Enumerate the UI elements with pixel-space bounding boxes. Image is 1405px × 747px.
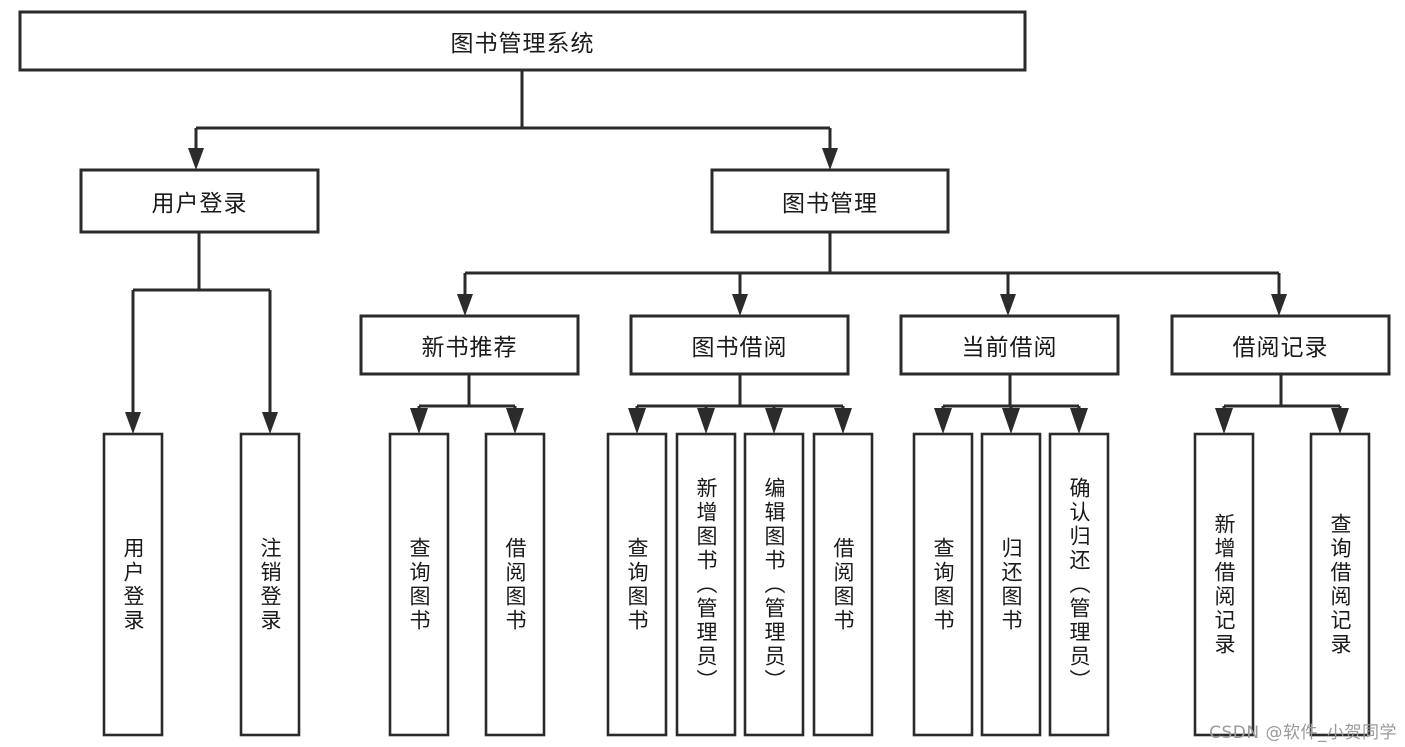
node-leaf-confirm-return[interactable] (1048, 432, 1110, 737)
node-borrow-record[interactable] (1170, 314, 1391, 376)
node-new-book[interactable] (359, 314, 580, 376)
node-layer (18, 10, 1391, 737)
arrowhead-current-borrow (1000, 294, 1016, 316)
arrowhead-leaf-borrow-book-1 (506, 408, 524, 434)
arrowhead-leaf-add-book (697, 408, 715, 434)
arrowhead-leaf-query-record (1331, 408, 1349, 434)
arrowhead-leaf-query-book-3 (934, 408, 952, 434)
arrowhead-leaf-logout (262, 412, 278, 434)
arrowhead-book-borrow (732, 294, 748, 316)
node-leaf-logout[interactable] (239, 432, 301, 737)
arrowhead-leaf-user-login (125, 412, 141, 434)
node-user-login[interactable] (79, 168, 320, 234)
node-root[interactable] (18, 10, 1027, 72)
arrowhead-leaf-borrow-book-2 (834, 408, 852, 434)
node-leaf-query-book-1[interactable] (388, 432, 450, 737)
arrowhead-leaf-query-book-1 (410, 408, 428, 434)
connector-layer (125, 70, 1349, 434)
node-leaf-return-book[interactable] (980, 432, 1042, 737)
arrowhead-leaf-query-book-2 (628, 408, 646, 434)
arrowhead-new-book (457, 294, 473, 316)
arrowhead-book-manage (822, 148, 838, 170)
node-leaf-add-record[interactable] (1193, 432, 1255, 737)
arrowhead-user-login (188, 148, 204, 170)
arrowhead-leaf-add-record (1215, 408, 1233, 434)
arrowhead-leaf-return-book (1002, 408, 1020, 434)
node-leaf-query-book-3[interactable] (912, 432, 974, 737)
node-book-manage[interactable] (710, 168, 950, 234)
node-leaf-add-book[interactable] (675, 432, 737, 737)
arrowhead-leaf-confirm-return (1070, 408, 1088, 434)
node-leaf-query-book-2[interactable] (606, 432, 668, 737)
node-leaf-borrow-book-1[interactable] (484, 432, 546, 737)
node-book-borrow[interactable] (629, 314, 850, 376)
node-leaf-user-login[interactable] (102, 432, 164, 737)
node-leaf-borrow-book-2[interactable] (812, 432, 874, 737)
node-leaf-query-record[interactable] (1309, 432, 1371, 737)
node-leaf-edit-book[interactable] (743, 432, 805, 737)
node-current-borrow[interactable] (899, 314, 1120, 376)
csdn-watermark: CSDN @软件_小贺同学 (1209, 723, 1397, 743)
arrowhead-borrow-record (1271, 294, 1287, 316)
arrowhead-leaf-edit-book (765, 408, 783, 434)
